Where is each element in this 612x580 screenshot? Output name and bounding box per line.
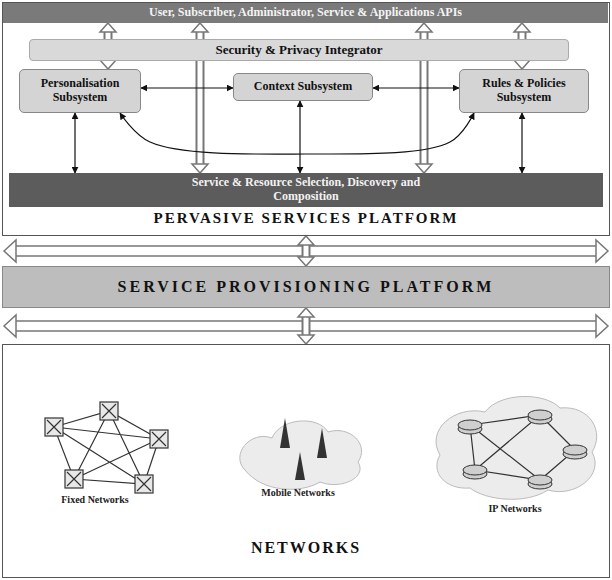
connector-line [299,101,300,173]
ip-network-icon [436,396,597,499]
arrow-shaft [302,317,311,335]
node-text: PERVASIVE SERVICES PLATFORM [154,210,459,227]
node-text: Security & Privacy Integrator [215,43,382,58]
arrow-head [298,236,314,245]
subsystem-box: Rules & Policies Subsystem [459,69,589,113]
subsystem-box: Personalisation Subsystem [19,69,141,113]
network-caption: IP Networks [488,503,541,514]
node-text: Rules & Policies Subsystem [464,77,584,105]
arrow-head [192,23,208,32]
connector-line [521,113,522,173]
subsystem-box: Context Subsystem [233,73,373,101]
service-selection-bar: Service & Resource Selection, Discovery … [9,173,603,207]
hollow-arrow [298,236,314,266]
network-caption: Fixed Networks [61,494,129,505]
platform-container: PERVASIVE SERVICES PLATFORM User, Subscri… [2,2,610,236]
arrow-connector [141,88,233,89]
connector-line [120,113,474,154]
api-bar: User, Subscriber, Administrator, Service… [3,3,608,23]
node-text: SERVICE PROVISIONING PLATFORM [118,278,495,296]
arrow-connector [75,113,76,173]
arrow-head [192,164,208,173]
node-text: Service & Resource Selection, Discovery … [181,176,431,204]
arrow-head [298,335,314,344]
connector-line [373,87,459,88]
network-caption: Mobile Networks [261,487,335,498]
arrow-shaft-inner [304,245,309,257]
hollow-arrow [298,308,314,344]
arrow-head [100,23,116,32]
arrow-head [298,308,314,317]
arrow-connector [300,101,301,173]
arrow-shaft [302,245,311,257]
arrow-head [100,60,116,69]
arrow-connector [373,88,459,89]
arrow-connector [522,113,523,173]
arrow-head [298,257,314,266]
arrow-head [416,164,432,173]
node-text: NETWORKS [251,539,361,557]
connector-line [141,87,233,88]
arrow-shaft-inner [304,317,309,335]
arrow-connector [120,113,474,154]
networks-container: NETWORKS [2,344,610,578]
node-text: Personalisation Subsystem [24,77,136,105]
mobile-network-icon [240,418,362,489]
provisioning-platform: SERVICE PROVISIONING PLATFORM [2,266,610,308]
fixed-network-icon [45,402,168,493]
integrator-bar: Security & Privacy Integrator [29,39,569,61]
node-text: Context Subsystem [254,80,352,94]
node-text: User, Subscriber, Administrator, Service… [149,6,462,20]
arrow-head [514,23,530,32]
connector-line [74,113,75,173]
arrow-head [416,23,432,32]
arrow-head [514,60,530,69]
